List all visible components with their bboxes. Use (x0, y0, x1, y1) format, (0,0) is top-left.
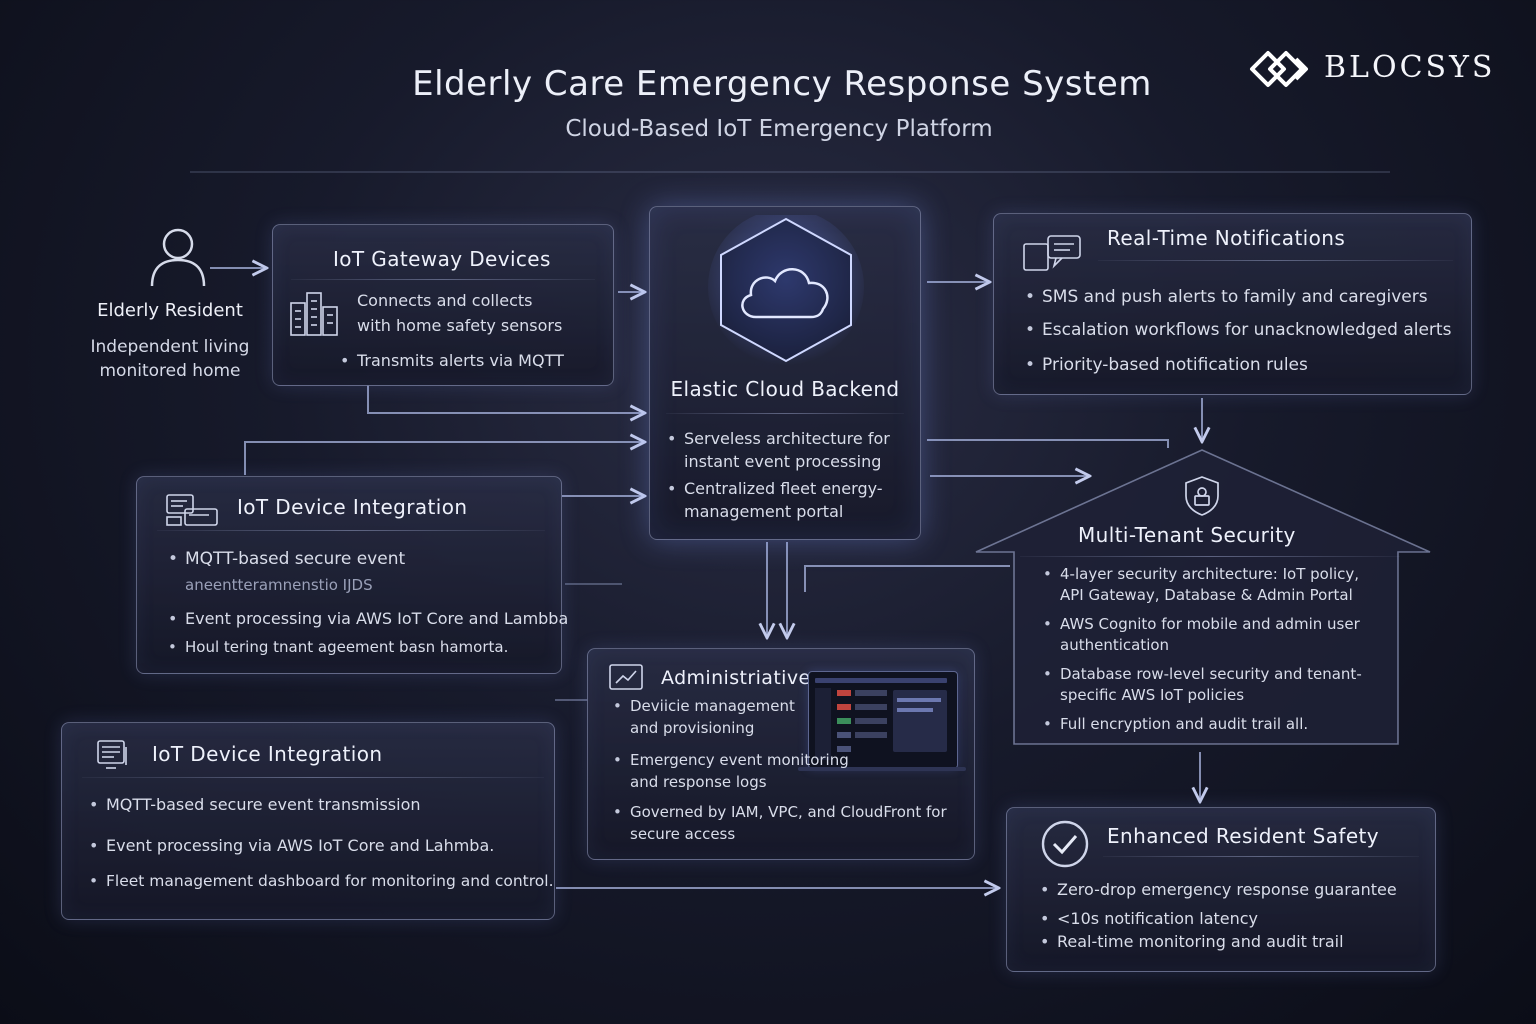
dashboard-icon (609, 664, 643, 690)
blocsys-logo-icon (1250, 51, 1308, 87)
devices-icon (166, 494, 218, 526)
safety-panel: Enhanced Resident Safety Zero-drop emerg… (1006, 807, 1436, 972)
notifications-title: Real-Time Notifications (1107, 226, 1346, 250)
cloud-icon (708, 215, 864, 365)
integration-lower-panel: IoT Device Integration MQTT-based secure… (61, 722, 555, 920)
admin-panel: Administriative Deviicie management and … (587, 648, 975, 860)
notifications-bullet-1: SMS and push alerts to family and caregi… (1022, 286, 1462, 309)
admin-bullet-1: Deviicie management and provisioning (610, 695, 810, 739)
person-icon (150, 228, 206, 287)
safety-bullet-1: Zero-drop emergency response guarantee (1037, 878, 1437, 901)
cloud-panel: Elastic Cloud Backend Serveless architec… (649, 206, 921, 540)
admin-bullet-3: Governed by IAM, VPC, and CloudFront for… (610, 801, 970, 845)
security-bullet-3: Database row-level security and tenant-s… (1040, 664, 1385, 706)
page-subtitle: Cloud-Based IoT Emergency Platform (565, 116, 993, 142)
security-bullet-4: Full encryption and audit trail all. (1040, 714, 1385, 735)
security-bullet-1: 4-layer security architecture: IoT polic… (1040, 564, 1385, 606)
admin-bullet-2: Emergency event monitoring and response … (610, 749, 860, 793)
resident-desc-2: monitored home (99, 361, 241, 381)
line-security-to-admin (804, 565, 1010, 592)
brand-logo: BLOCSYS (1248, 40, 1508, 96)
line-cloud-to-security (927, 439, 1169, 448)
integration-lower-bullet-2: Event processing via AWS IoT Core and La… (86, 834, 556, 857)
message-icon (1023, 235, 1081, 271)
integration-lower-bullet-1: MQTT-based secure event transmission (86, 793, 556, 816)
cloud-title: Elastic Cloud Backend (670, 377, 900, 401)
monitor-icon (97, 740, 127, 769)
resident-label: Elderly Resident (97, 300, 243, 321)
resident-desc-1: Independent living (90, 337, 250, 357)
integration-upper-panel: IoT Device Integration MQTT-based secure… (136, 476, 568, 674)
cloud-bullet-2: Centralized fleet energy-management port… (664, 477, 904, 523)
integration-upper-title: IoT Device Integration (237, 495, 468, 519)
integration-lower-bullet-3: Fleet management dashboard for monitorin… (86, 870, 556, 893)
check-circle-icon (1041, 820, 1089, 868)
gateway-bullet: Transmits alerts via MQTT (337, 349, 607, 372)
notifications-bullet-2: Escalation workflows for unacknowledged … (1022, 319, 1462, 342)
integration-upper-bullet-2: Event processing via AWS IoT Core and La… (165, 607, 575, 630)
notifications-bullet-3: Priority-based notification rules (1022, 354, 1462, 377)
shield-lock-icon (1185, 476, 1219, 516)
gateway-panel: IoT Gateway Devices Connects and collect… (272, 224, 614, 386)
brand-name: BLOCSYS (1324, 50, 1496, 85)
safety-bullet-3: Real-time monitoring and audit trail (1037, 930, 1437, 953)
gateway-title: IoT Gateway Devices (333, 247, 551, 271)
safety-title: Enhanced Resident Safety (1107, 824, 1380, 848)
gateway-line-1: Connects and collects (357, 291, 533, 310)
building-icon (290, 292, 338, 336)
security-title: Multi-Tenant Security (1078, 523, 1296, 547)
integration-upper-bullet-3: Houl tering tnant ageement basn hamorta. (165, 636, 575, 659)
integration-upper-garbled-line: aneentteramnenstio IJDS (185, 576, 373, 594)
cloud-bullet-1: Serveless architecture for instant event… (664, 427, 904, 473)
arrow-gateway-down (367, 385, 643, 413)
security-bullet-2: AWS Cognito for mobile and admin user au… (1040, 614, 1385, 656)
page-title: Elderly Care Emergency Response System (412, 64, 1152, 104)
safety-bullet-2: <10s notification latency (1037, 907, 1437, 930)
integration-lower-title: IoT Device Integration (152, 742, 383, 766)
notifications-panel: Real-Time Notifications SMS and push ale… (993, 213, 1472, 395)
admin-title: Administriative (661, 667, 811, 689)
gateway-line-2: with home safety sensors (357, 316, 563, 335)
integration-upper-bullet-1: MQTT-based secure event (165, 548, 565, 571)
arrow-integration-to-cloud (244, 442, 643, 475)
